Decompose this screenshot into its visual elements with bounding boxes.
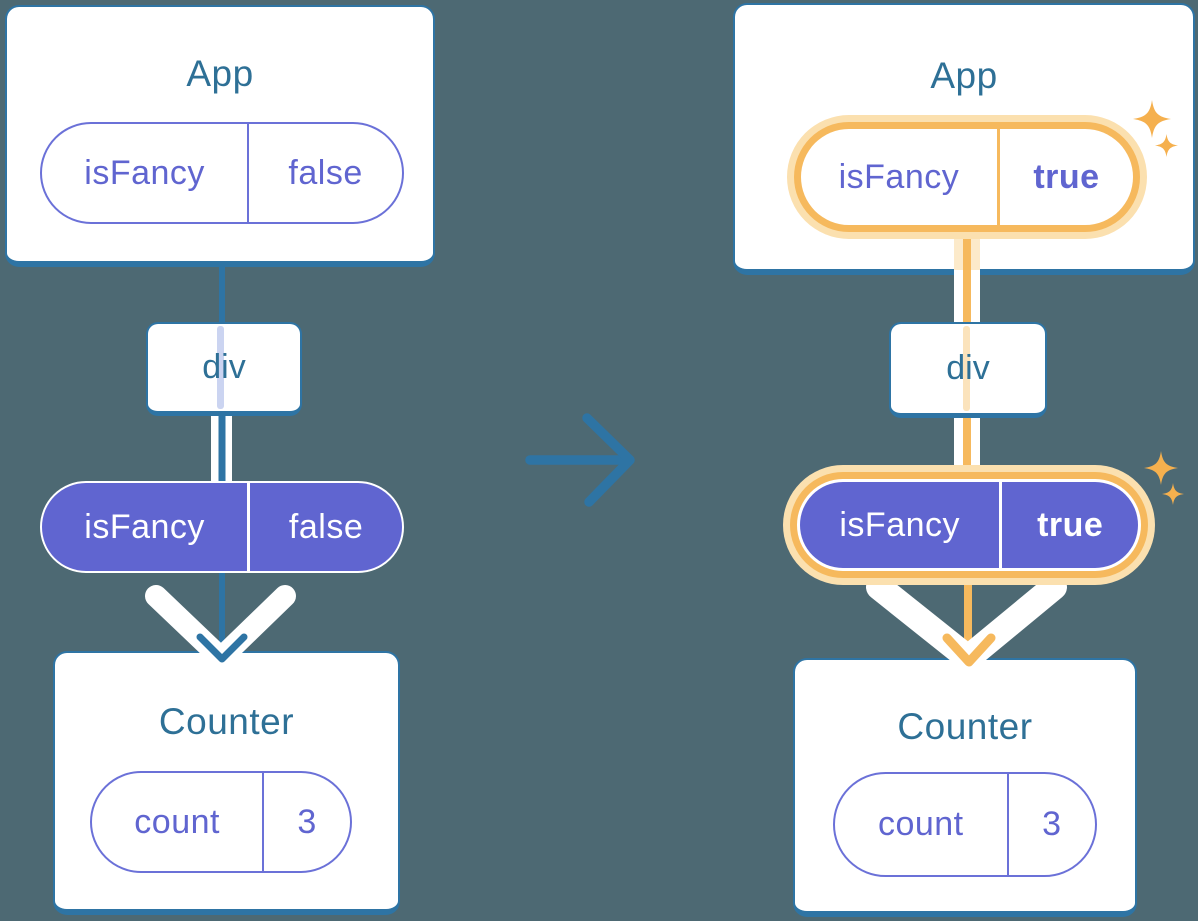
left-app-prop-pill: isFancy false xyxy=(40,122,404,224)
right-arrow-icon xyxy=(525,413,635,507)
right-arrowhead-icon xyxy=(942,633,996,667)
right-edge-prop-pill-ring: isFancy true xyxy=(790,472,1148,578)
left-counter-title: Counter xyxy=(158,701,295,742)
right-counter-title: Counter xyxy=(897,706,1033,747)
left-div-label: div xyxy=(202,348,246,386)
left-edge-prop-pill: isFancy false xyxy=(40,481,404,573)
right-edge-prop-value: true xyxy=(999,482,1138,568)
left-app-prop-name: isFancy xyxy=(84,153,205,192)
right-edge-app-div xyxy=(954,270,980,323)
right-app-prop-pill-body: isFancy true xyxy=(801,129,1133,225)
left-div-node: div xyxy=(146,322,302,416)
right-prop-pipe xyxy=(954,418,980,469)
right-counter-state-pill: count 3 xyxy=(833,772,1097,877)
right-div-prop-trace xyxy=(963,326,970,411)
right-div-label: div xyxy=(946,349,990,387)
right-app-prop-pill-ring: isFancy true xyxy=(794,122,1140,232)
left-div-prop-trace xyxy=(217,326,224,409)
right-prop-pipe-core xyxy=(963,418,971,469)
left-counter-state-name: count xyxy=(134,802,220,841)
right-counter-state-name: count xyxy=(877,805,964,843)
sparkle-icon xyxy=(1144,451,1178,485)
right-edge-app-div-core xyxy=(963,270,971,323)
left-edge-prop-value: false xyxy=(247,483,402,571)
right-app-prop-value: true xyxy=(996,129,1133,225)
left-prop-pipe xyxy=(211,416,232,483)
left-arrowhead-icon xyxy=(196,633,248,663)
left-edge-pill-counter xyxy=(219,570,225,646)
right-counter-state-value: 3 xyxy=(1006,774,1095,875)
sparkle-icon xyxy=(1133,100,1171,138)
sparkle-icon xyxy=(1162,483,1184,505)
right-edge-prop-pill-body: isFancy true xyxy=(800,482,1138,568)
right-edge-app-glow xyxy=(954,239,980,270)
right-app-prop-name: isFancy xyxy=(838,157,960,196)
left-counter-state-value: 3 xyxy=(262,773,350,871)
left-app-title: App xyxy=(186,53,254,94)
right-div-node: div xyxy=(889,322,1047,418)
right-app-prop-pill: isFancy true xyxy=(787,115,1147,239)
left-app-prop-value: false xyxy=(247,124,402,222)
right-edge-prop-pill: isFancy true xyxy=(783,465,1155,585)
left-edge-app-div xyxy=(219,265,225,324)
sparkle-icon xyxy=(1155,134,1178,157)
right-edge-app-glow-core xyxy=(963,239,971,270)
right-edge-prop-pill-outline: isFancy true xyxy=(797,479,1141,571)
right-edge-pill-counter xyxy=(964,583,972,645)
left-edge-prop-name: isFancy xyxy=(84,507,205,546)
left-prop-pipe-core xyxy=(218,416,225,483)
left-counter-state-pill: count 3 xyxy=(90,771,352,873)
right-app-title: App xyxy=(930,55,998,96)
right-edge-prop-name: isFancy xyxy=(839,505,961,544)
